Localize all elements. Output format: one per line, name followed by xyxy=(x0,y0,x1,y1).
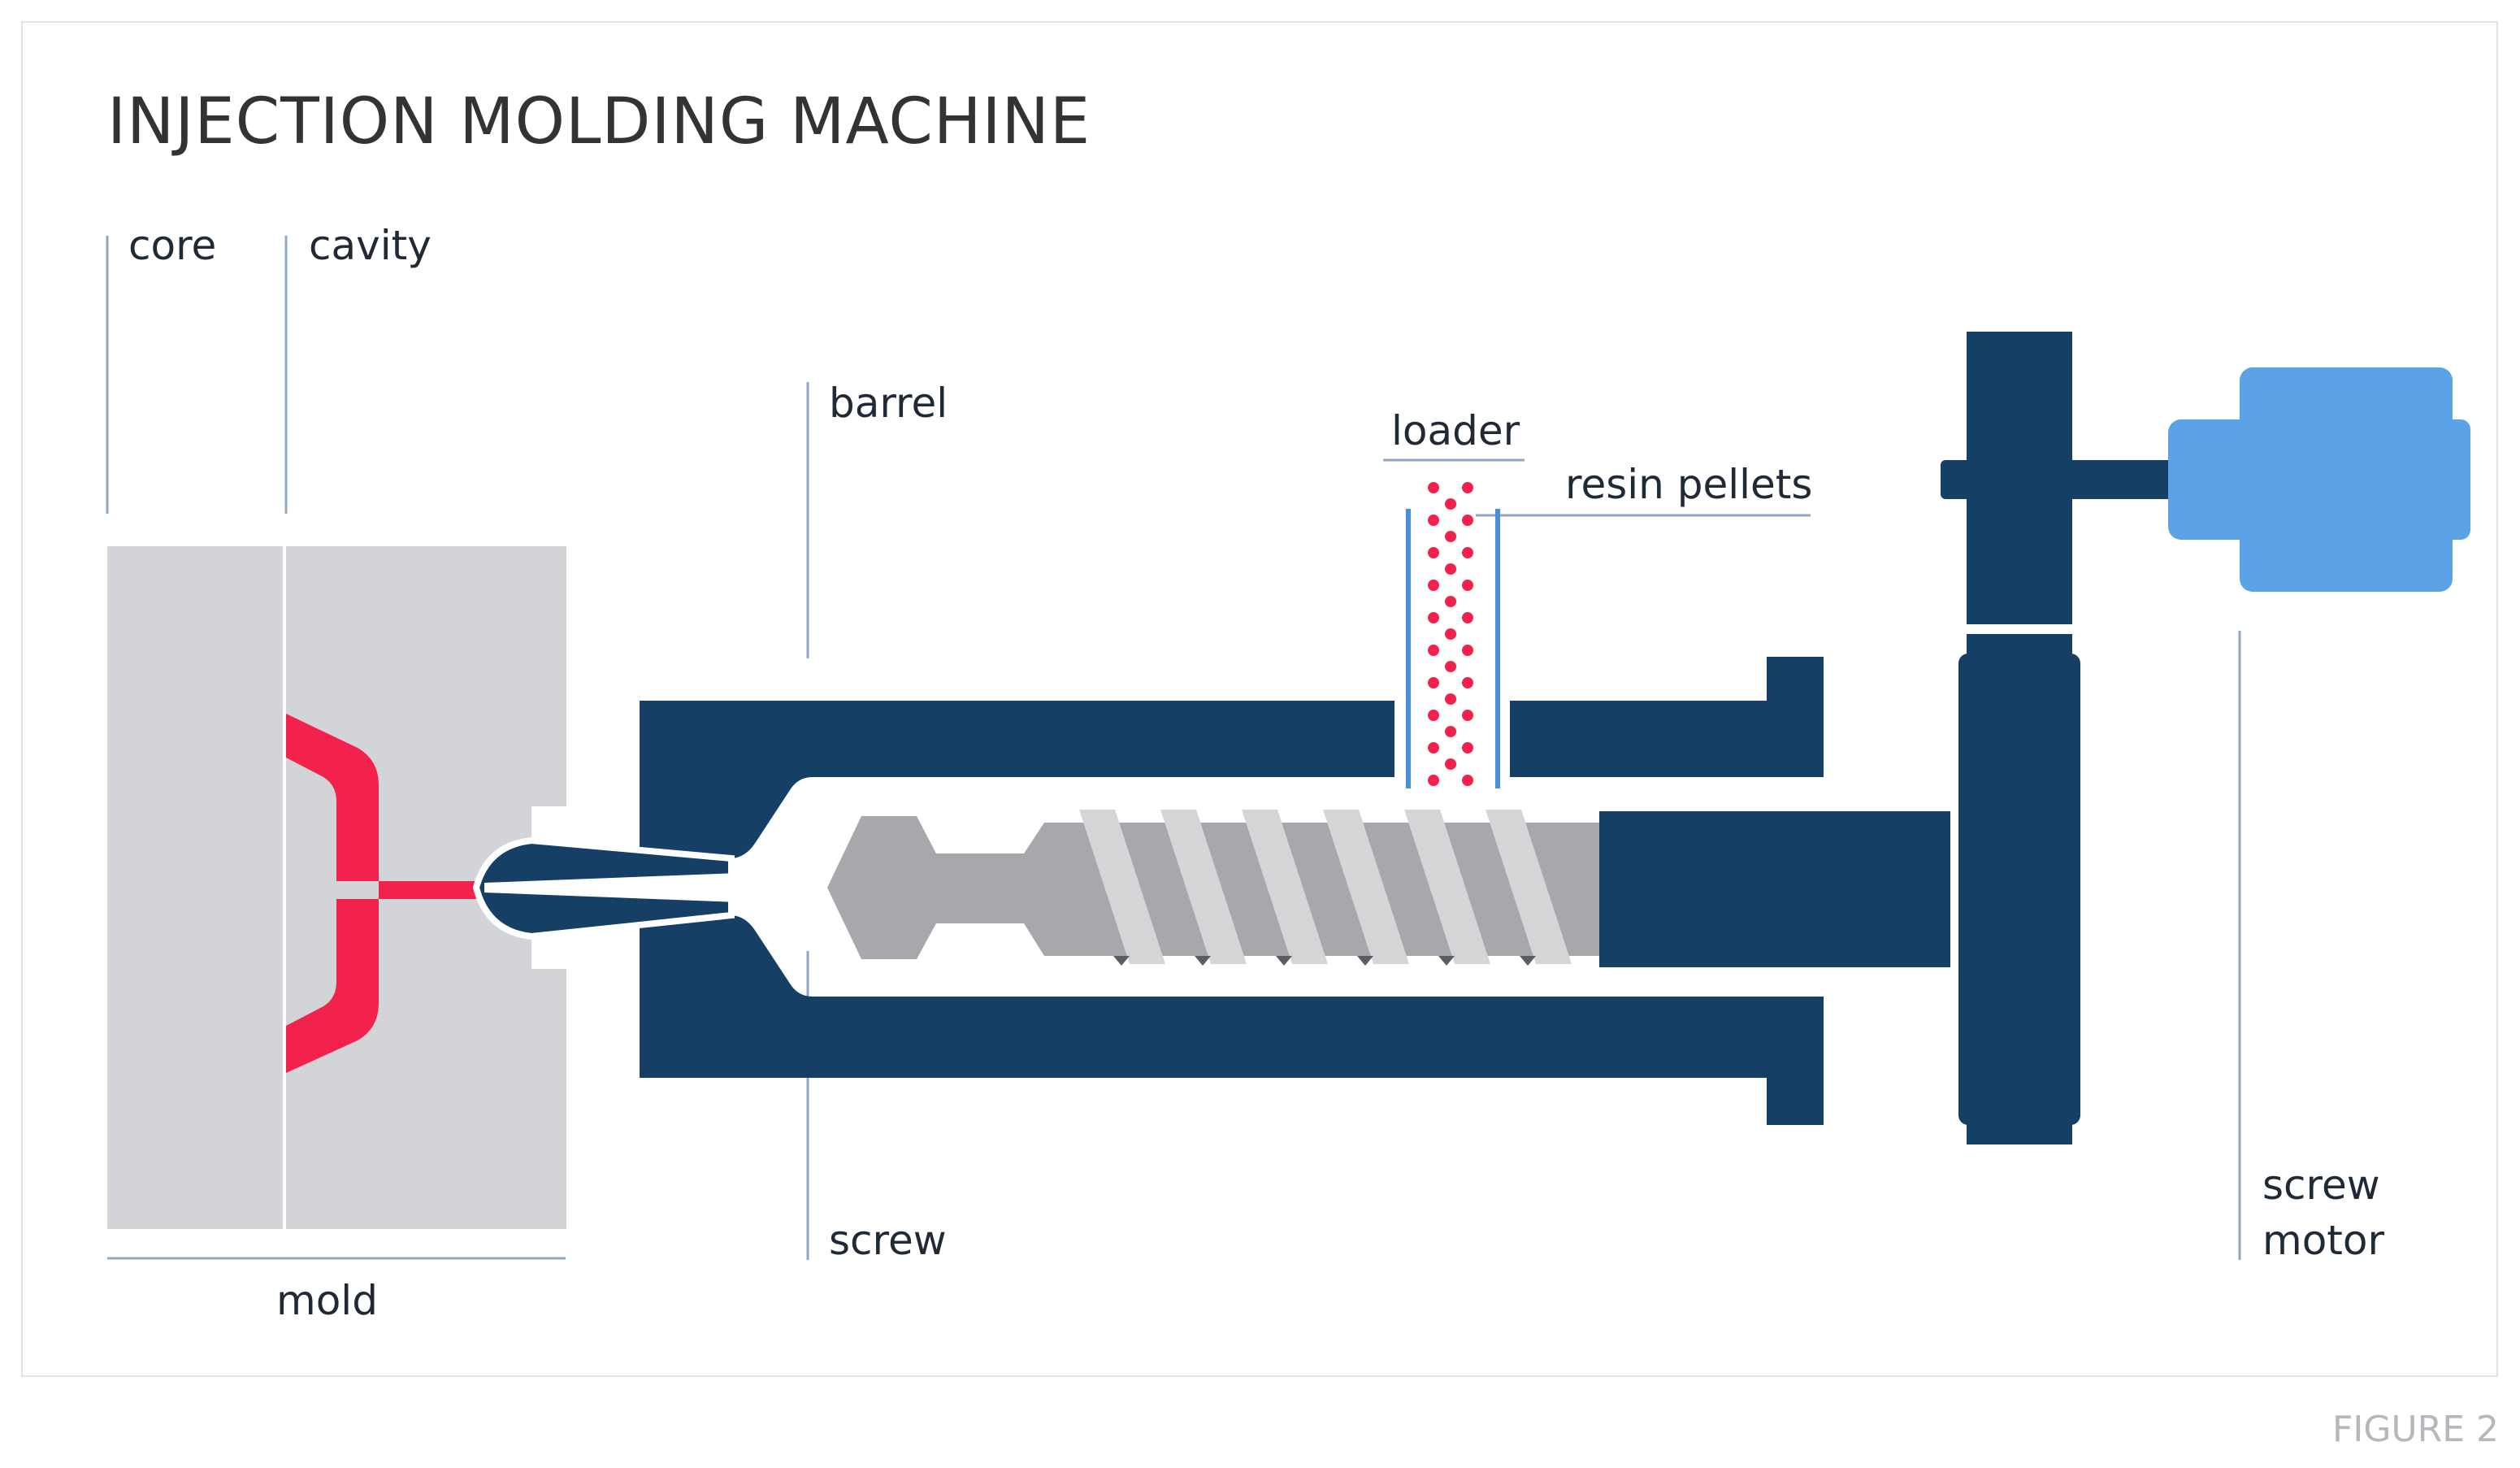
resin-pellet xyxy=(1445,596,1456,607)
barrel-top-flange xyxy=(1767,657,1824,777)
resin-pellet xyxy=(1462,580,1473,591)
screw-flight-2 xyxy=(1160,810,1247,964)
resin-pellet xyxy=(1428,775,1439,786)
resin-pellet xyxy=(1462,612,1473,623)
resin-pellets xyxy=(1428,482,1473,786)
screw-flights xyxy=(1079,810,1572,964)
screw-motor-cap xyxy=(2415,419,2470,540)
resin-pellet xyxy=(1445,693,1456,705)
screw xyxy=(827,810,1950,967)
resin-pellets-label: resin pellets xyxy=(1565,461,1813,508)
loader-label: loader xyxy=(1391,407,1520,454)
resin-pellet xyxy=(1445,563,1456,575)
screw-flight-shadows xyxy=(1113,956,1536,966)
cavity-label: cavity xyxy=(309,222,432,269)
resin-pellet xyxy=(1462,482,1473,493)
nozzle-channel xyxy=(484,873,740,902)
barrel-top-wall-right xyxy=(1510,701,1768,777)
mold xyxy=(107,546,567,1229)
resin-pellet xyxy=(1445,628,1456,640)
nozzle xyxy=(472,836,740,940)
resin-pellet xyxy=(1445,726,1456,737)
screw-shaft xyxy=(1599,811,1950,967)
resin-pellet xyxy=(1428,515,1439,526)
resin-pellet xyxy=(1462,515,1473,526)
resin-pellet xyxy=(1462,677,1473,688)
barrel-top-wall xyxy=(640,701,1394,862)
resin-pellet xyxy=(1462,710,1473,721)
screw-label: screw xyxy=(829,1217,947,1264)
resin-pellet xyxy=(1428,580,1439,591)
screw-motor xyxy=(2168,367,2470,592)
mold-parting-line xyxy=(283,546,286,1229)
resin-pellet xyxy=(1428,482,1439,493)
resin-pellet xyxy=(1462,742,1473,754)
barrel-label: barrel xyxy=(829,380,948,427)
coupling-body xyxy=(1958,654,2080,1125)
molded-part xyxy=(286,714,479,1073)
leader-lines xyxy=(106,236,2241,1260)
mold-label: mold xyxy=(276,1277,378,1324)
resin-pellet xyxy=(1445,758,1456,770)
resin-pellet xyxy=(1428,645,1439,656)
barrel-bottom-flange xyxy=(1767,1075,1824,1125)
screw-motor-flange xyxy=(2168,419,2440,540)
loader xyxy=(1406,482,1500,788)
screw-motor-label-line1: screw xyxy=(2262,1162,2380,1209)
core-label: core xyxy=(128,222,217,269)
resin-pellet xyxy=(1445,661,1456,672)
resin-pellet xyxy=(1428,710,1439,721)
screw-flight-5 xyxy=(1404,810,1490,964)
mold-core xyxy=(107,546,283,1229)
resin-pellet xyxy=(1428,547,1439,558)
resin-pellet xyxy=(1428,677,1439,688)
resin-pellet xyxy=(1428,742,1439,754)
diagram-title: INJECTION MOLDING MACHINE xyxy=(107,85,1091,159)
resin-pellet xyxy=(1445,531,1456,542)
loader-wall-left xyxy=(1406,509,1411,788)
screw-flight-4 xyxy=(1323,810,1409,964)
screw-motor-assembly xyxy=(1941,332,2470,1144)
figure-label: FIGURE 2 xyxy=(2332,1409,2499,1450)
barrel xyxy=(640,657,1824,1125)
resin-pellet xyxy=(1428,612,1439,623)
screw-motor-label-line2: motor xyxy=(2262,1217,2385,1264)
barrel-bottom-wall xyxy=(640,912,1824,1078)
resin-pellet xyxy=(1462,645,1473,656)
resin-pellet xyxy=(1462,775,1473,786)
resin-pellet xyxy=(1445,498,1456,510)
loader-wall-right xyxy=(1495,509,1500,788)
screw-flight-3 xyxy=(1242,810,1328,964)
screw-flight-1 xyxy=(1079,810,1165,964)
screw-flight-6 xyxy=(1486,810,1572,964)
resin-pellet xyxy=(1462,547,1473,558)
motor-drive-shaft xyxy=(1941,460,2184,499)
